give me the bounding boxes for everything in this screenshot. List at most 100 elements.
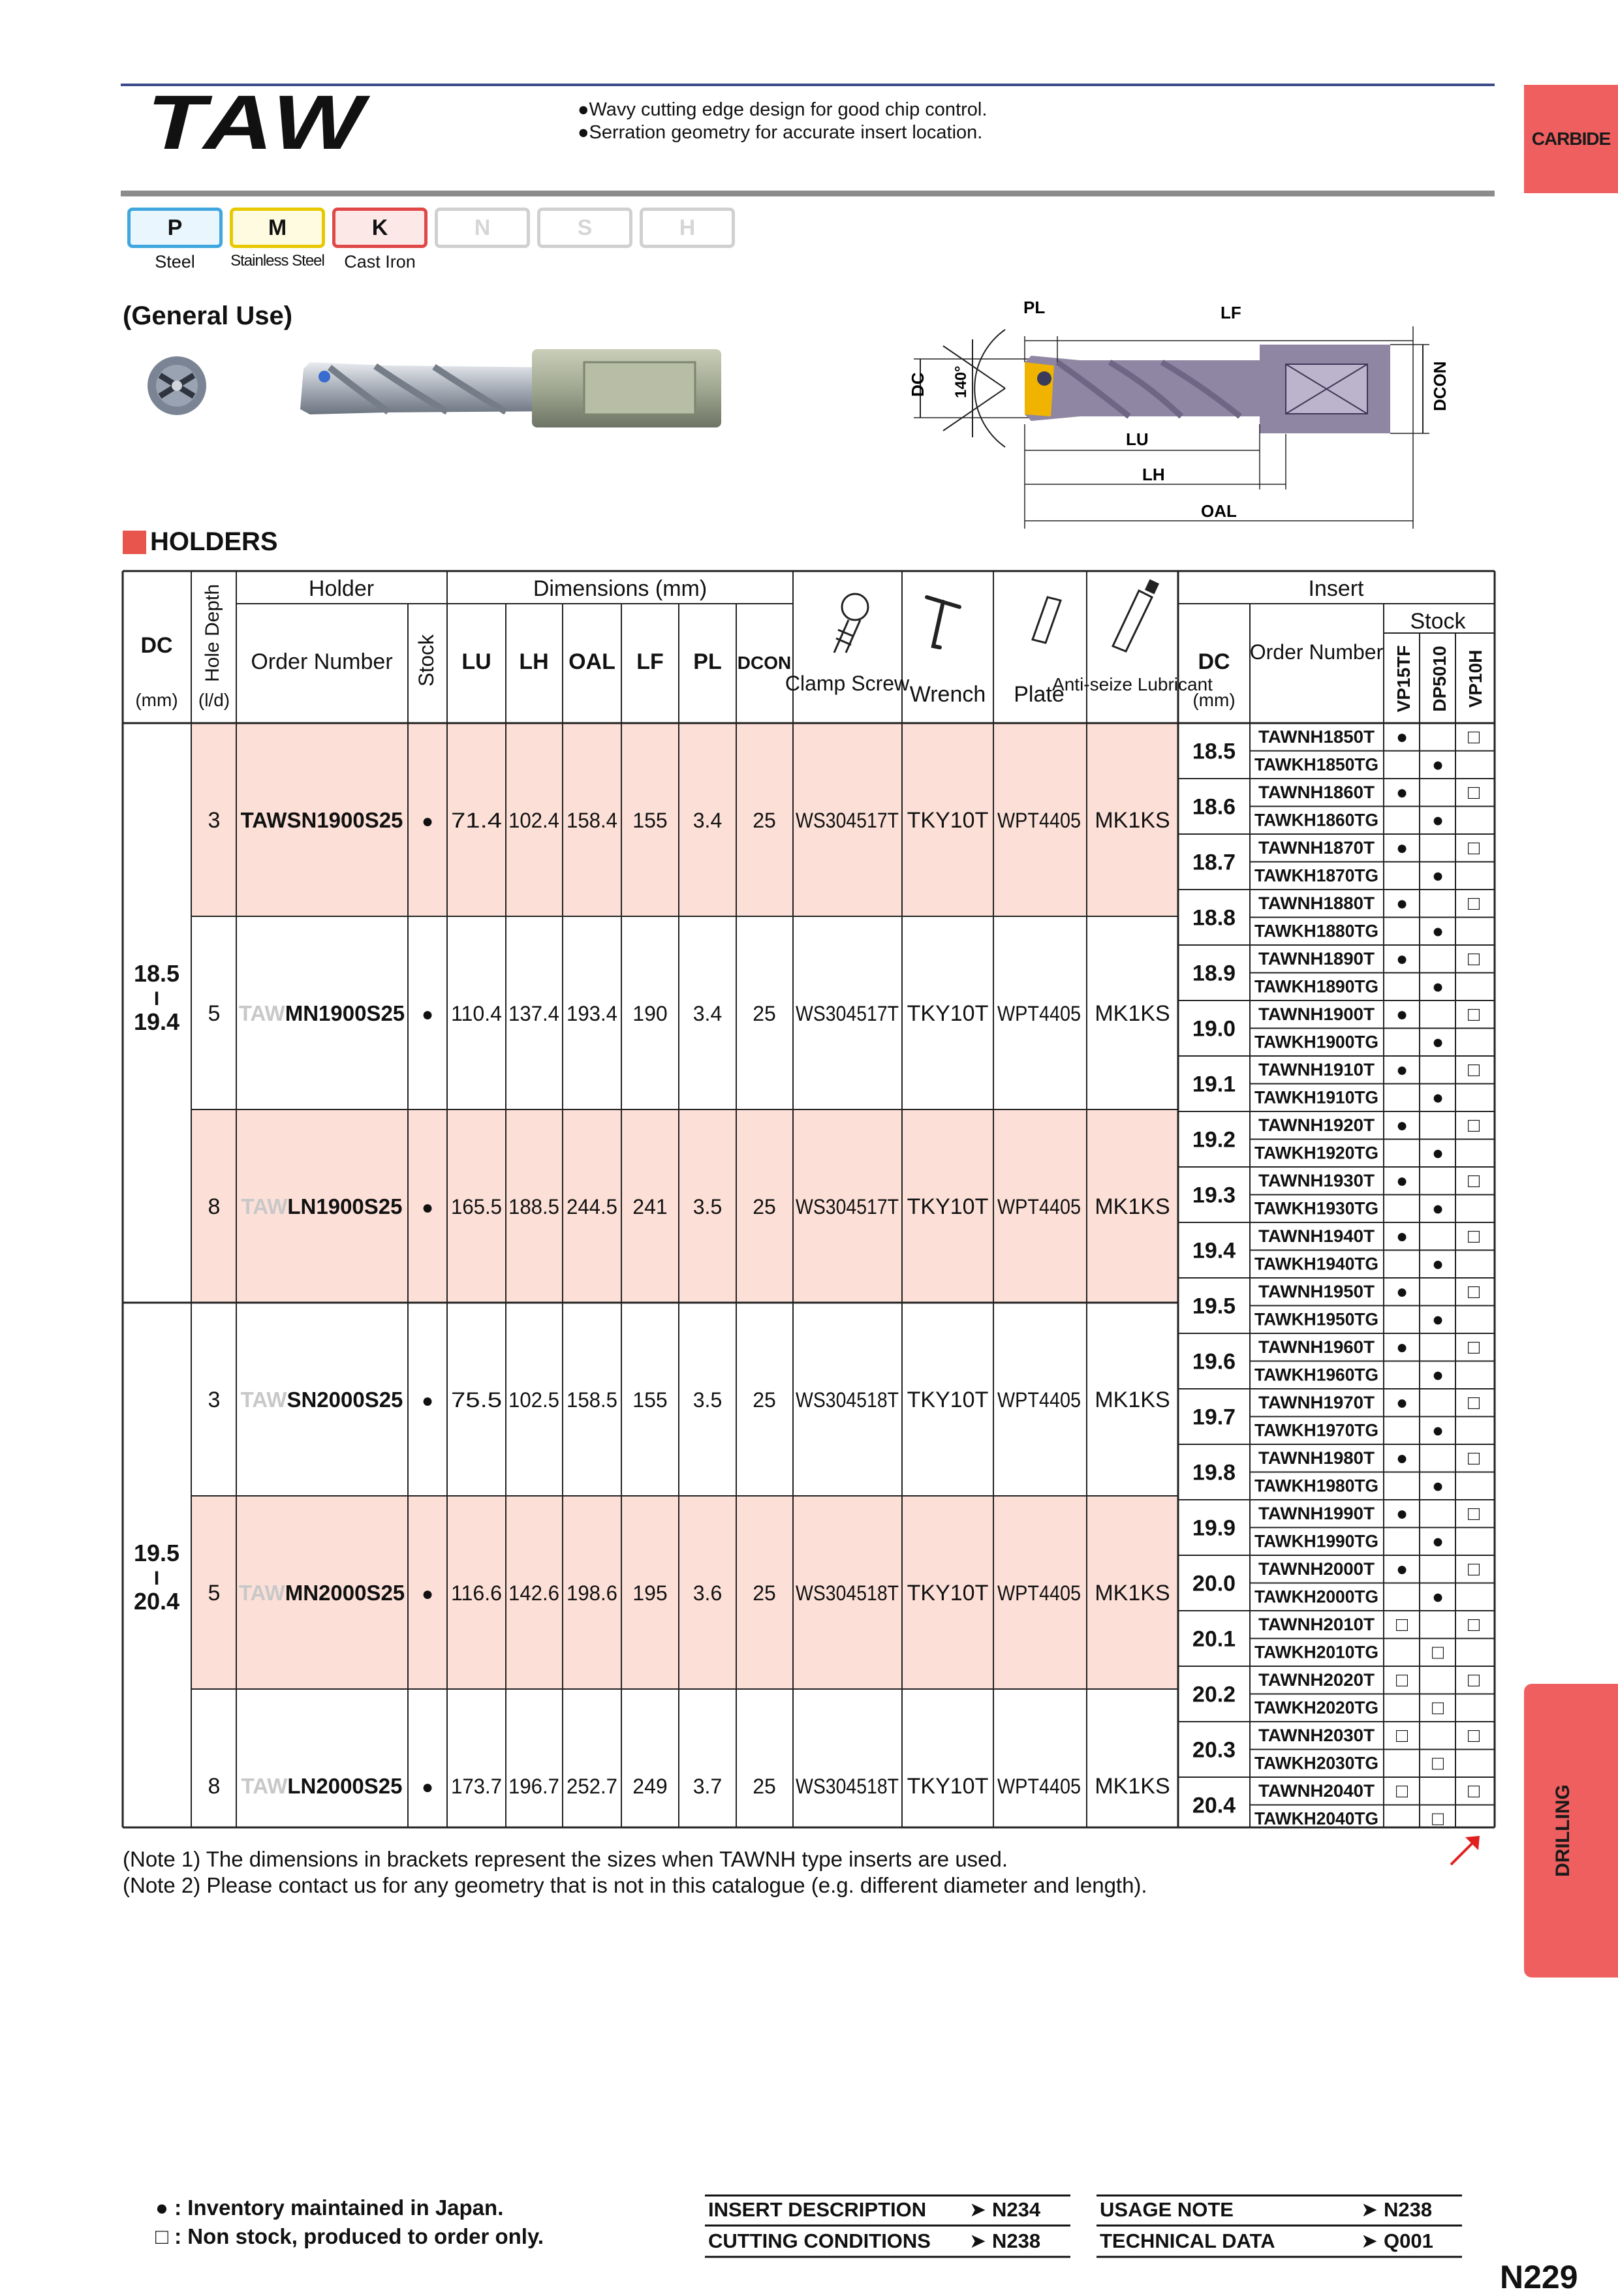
holder-stock-mark: ●: [422, 811, 433, 832]
insert-t-stock-mark: ●: [1396, 1059, 1408, 1081]
insert-t-stock-mark: ●: [1396, 782, 1408, 803]
insert-t-order: TAWNH1970T: [1258, 1393, 1375, 1412]
stock-header: Stock: [414, 634, 438, 687]
lubricant-header: Anti-seize Lubricant: [1052, 674, 1213, 694]
insert-t-stock-mark: □: [1396, 1725, 1408, 1746]
dim-label-lu: LU: [1126, 429, 1149, 449]
lubricant-value: MK1KS: [1095, 1388, 1170, 1412]
wrench-value: TKY10T: [907, 1581, 989, 1606]
insert-t-order: TAWNH1880T: [1258, 893, 1375, 913]
dim-value-lh: 188.5: [508, 1195, 559, 1218]
holder-suffix: SN2000S25: [287, 1388, 403, 1412]
insert-t-stock-mark: □: [1396, 1614, 1408, 1636]
xref-label[interactable]: USAGE NOTE: [1100, 2198, 1234, 2221]
dim-value-lu: 75.5: [451, 1388, 502, 1412]
xref-label[interactable]: CUTTING CONDITIONS: [708, 2229, 931, 2252]
dim-label-dcon: DCON: [1430, 361, 1450, 411]
plate-value: WPT4405: [997, 1002, 1081, 1025]
lubricant-value: MK1KS: [1095, 808, 1170, 833]
insert-t-stock-mark: ●: [1396, 1281, 1408, 1303]
insert-t-order: TAWNH1980T: [1258, 1448, 1375, 1468]
insert-t-stock-mark: □: [1396, 1780, 1408, 1802]
insert-dc-value: 18.5: [1192, 739, 1236, 764]
insert-tg-stock-mark: ●: [1432, 1476, 1444, 1497]
insert-t-order: TAWNH2030T: [1258, 1726, 1375, 1745]
insert-t-stock-mark: ●: [1396, 1337, 1408, 1358]
dimensions-header: Dimensions (mm): [533, 576, 707, 601]
row-shade: [191, 1109, 1178, 1303]
holder-header: Holder: [309, 576, 374, 601]
dim-value-lf: 155: [632, 809, 667, 832]
insert-t-order: TAWNH1930T: [1258, 1171, 1375, 1190]
dim-value-pl: 3.4: [693, 809, 722, 832]
xref-page[interactable]: N238: [1384, 2198, 1433, 2221]
dim-value-oal: 158.5: [567, 1388, 617, 1412]
series-title: TAW: [147, 80, 369, 166]
holder-suffix: LN1900S25: [287, 1194, 402, 1218]
insert-tg-order: TAWKH2040TG: [1254, 1809, 1378, 1829]
material-label-m: Stainless Steel: [230, 252, 325, 270]
insert-dc-value: 18.6: [1192, 795, 1236, 820]
legend-nonstock: □ : Non stock, produced to order only.: [155, 2224, 544, 2248]
insert-t-stock-mark: □: [1468, 1170, 1480, 1192]
insert-tg-order: TAWKH2000TG: [1254, 1587, 1378, 1607]
holder-suffix: SN1900S25: [287, 808, 403, 832]
insert-tg-order: TAWKH1960TG: [1254, 1365, 1378, 1385]
insert-dc-value: 18.9: [1192, 961, 1236, 986]
insert-tg-stock-mark: □: [1432, 1698, 1444, 1719]
hole-depth-value: 5: [208, 1581, 221, 1606]
dim-value-oal: 193.4: [567, 1002, 617, 1025]
legend-stock: ● : Inventory maintained in Japan.: [155, 2195, 504, 2220]
insert-tg-order: TAWKH1890TG: [1254, 977, 1378, 997]
insert-t-stock-mark: ●: [1396, 1226, 1408, 1247]
clamp-screw-value: WS304518T: [796, 1581, 899, 1605]
insert-t-order: TAWNH1940T: [1258, 1226, 1375, 1246]
holder-stock-mark: ●: [422, 1390, 433, 1412]
insert-header: Insert: [1308, 576, 1364, 601]
plate-icon: [1031, 596, 1062, 644]
dc-range-separator: I: [154, 1568, 159, 1589]
holder-prefix: TAW: [241, 1194, 288, 1218]
dim-value-pl: 3.4: [693, 1002, 722, 1025]
carbide-tab[interactable]: CARBIDE: [1524, 85, 1618, 193]
insert-t-stock-mark: ●: [1396, 948, 1408, 970]
drilling-tab[interactable]: DRILLING: [1524, 1684, 1618, 1978]
drilling-tab-label: DRILLING: [1552, 1784, 1574, 1877]
insert-dc-value: 18.7: [1192, 850, 1236, 875]
plate-value: WPT4405: [997, 809, 1081, 832]
insert-t-stock-mark: □: [1468, 1337, 1480, 1358]
dim-value-pl: 3.5: [693, 1195, 722, 1218]
dim-value-dcon: 25: [753, 1195, 776, 1218]
insert-dc-value: 19.7: [1192, 1405, 1236, 1430]
xref-page[interactable]: N238: [992, 2229, 1041, 2252]
holder-suffix: LN2000S25: [287, 1774, 402, 1798]
plate-header: Plate: [1014, 682, 1065, 707]
dim-value-lf: 190: [632, 1002, 667, 1025]
insert-tg-order: TAWKH1870TG: [1254, 866, 1378, 886]
xref-label[interactable]: TECHNICAL DATA: [1100, 2229, 1275, 2252]
xref-page[interactable]: N234: [992, 2198, 1041, 2221]
insert-t-order: TAWNH1900T: [1258, 1004, 1375, 1024]
material-label-p: Steel: [155, 252, 195, 271]
wrench-header: Wrench: [910, 682, 986, 707]
insert-t-order: TAWNH1950T: [1258, 1282, 1375, 1301]
xref-label[interactable]: INSERT DESCRIPTION: [708, 2198, 927, 2221]
xref-page[interactable]: Q001: [1384, 2229, 1433, 2252]
dim-value-oal: 198.6: [567, 1581, 617, 1605]
dim-value-lf: 241: [632, 1195, 667, 1218]
insert-t-stock-mark: □: [1468, 726, 1480, 748]
dim-value-pl: 3.7: [693, 1775, 722, 1798]
dim-value-lu: 116.6: [451, 1581, 502, 1605]
insert-dc-value: 19.9: [1192, 1516, 1236, 1541]
material-badge-n: N: [435, 208, 530, 248]
arrow-icon: [1450, 1836, 1480, 1866]
dc-range-top: 19.5: [134, 1540, 179, 1566]
holder-prefix: TAW: [241, 1388, 288, 1412]
insert-t-order: TAWNH1920T: [1258, 1115, 1375, 1135]
material-badge-p: P: [127, 208, 223, 248]
insert-tg-stock-mark: ●: [1432, 865, 1444, 887]
insert-t-order: TAWNH2000T: [1258, 1559, 1375, 1579]
holder-prefix: TAW: [241, 808, 288, 832]
insert-tg-order: TAWKH1860TG: [1254, 811, 1378, 830]
top-rule: [121, 84, 1495, 86]
